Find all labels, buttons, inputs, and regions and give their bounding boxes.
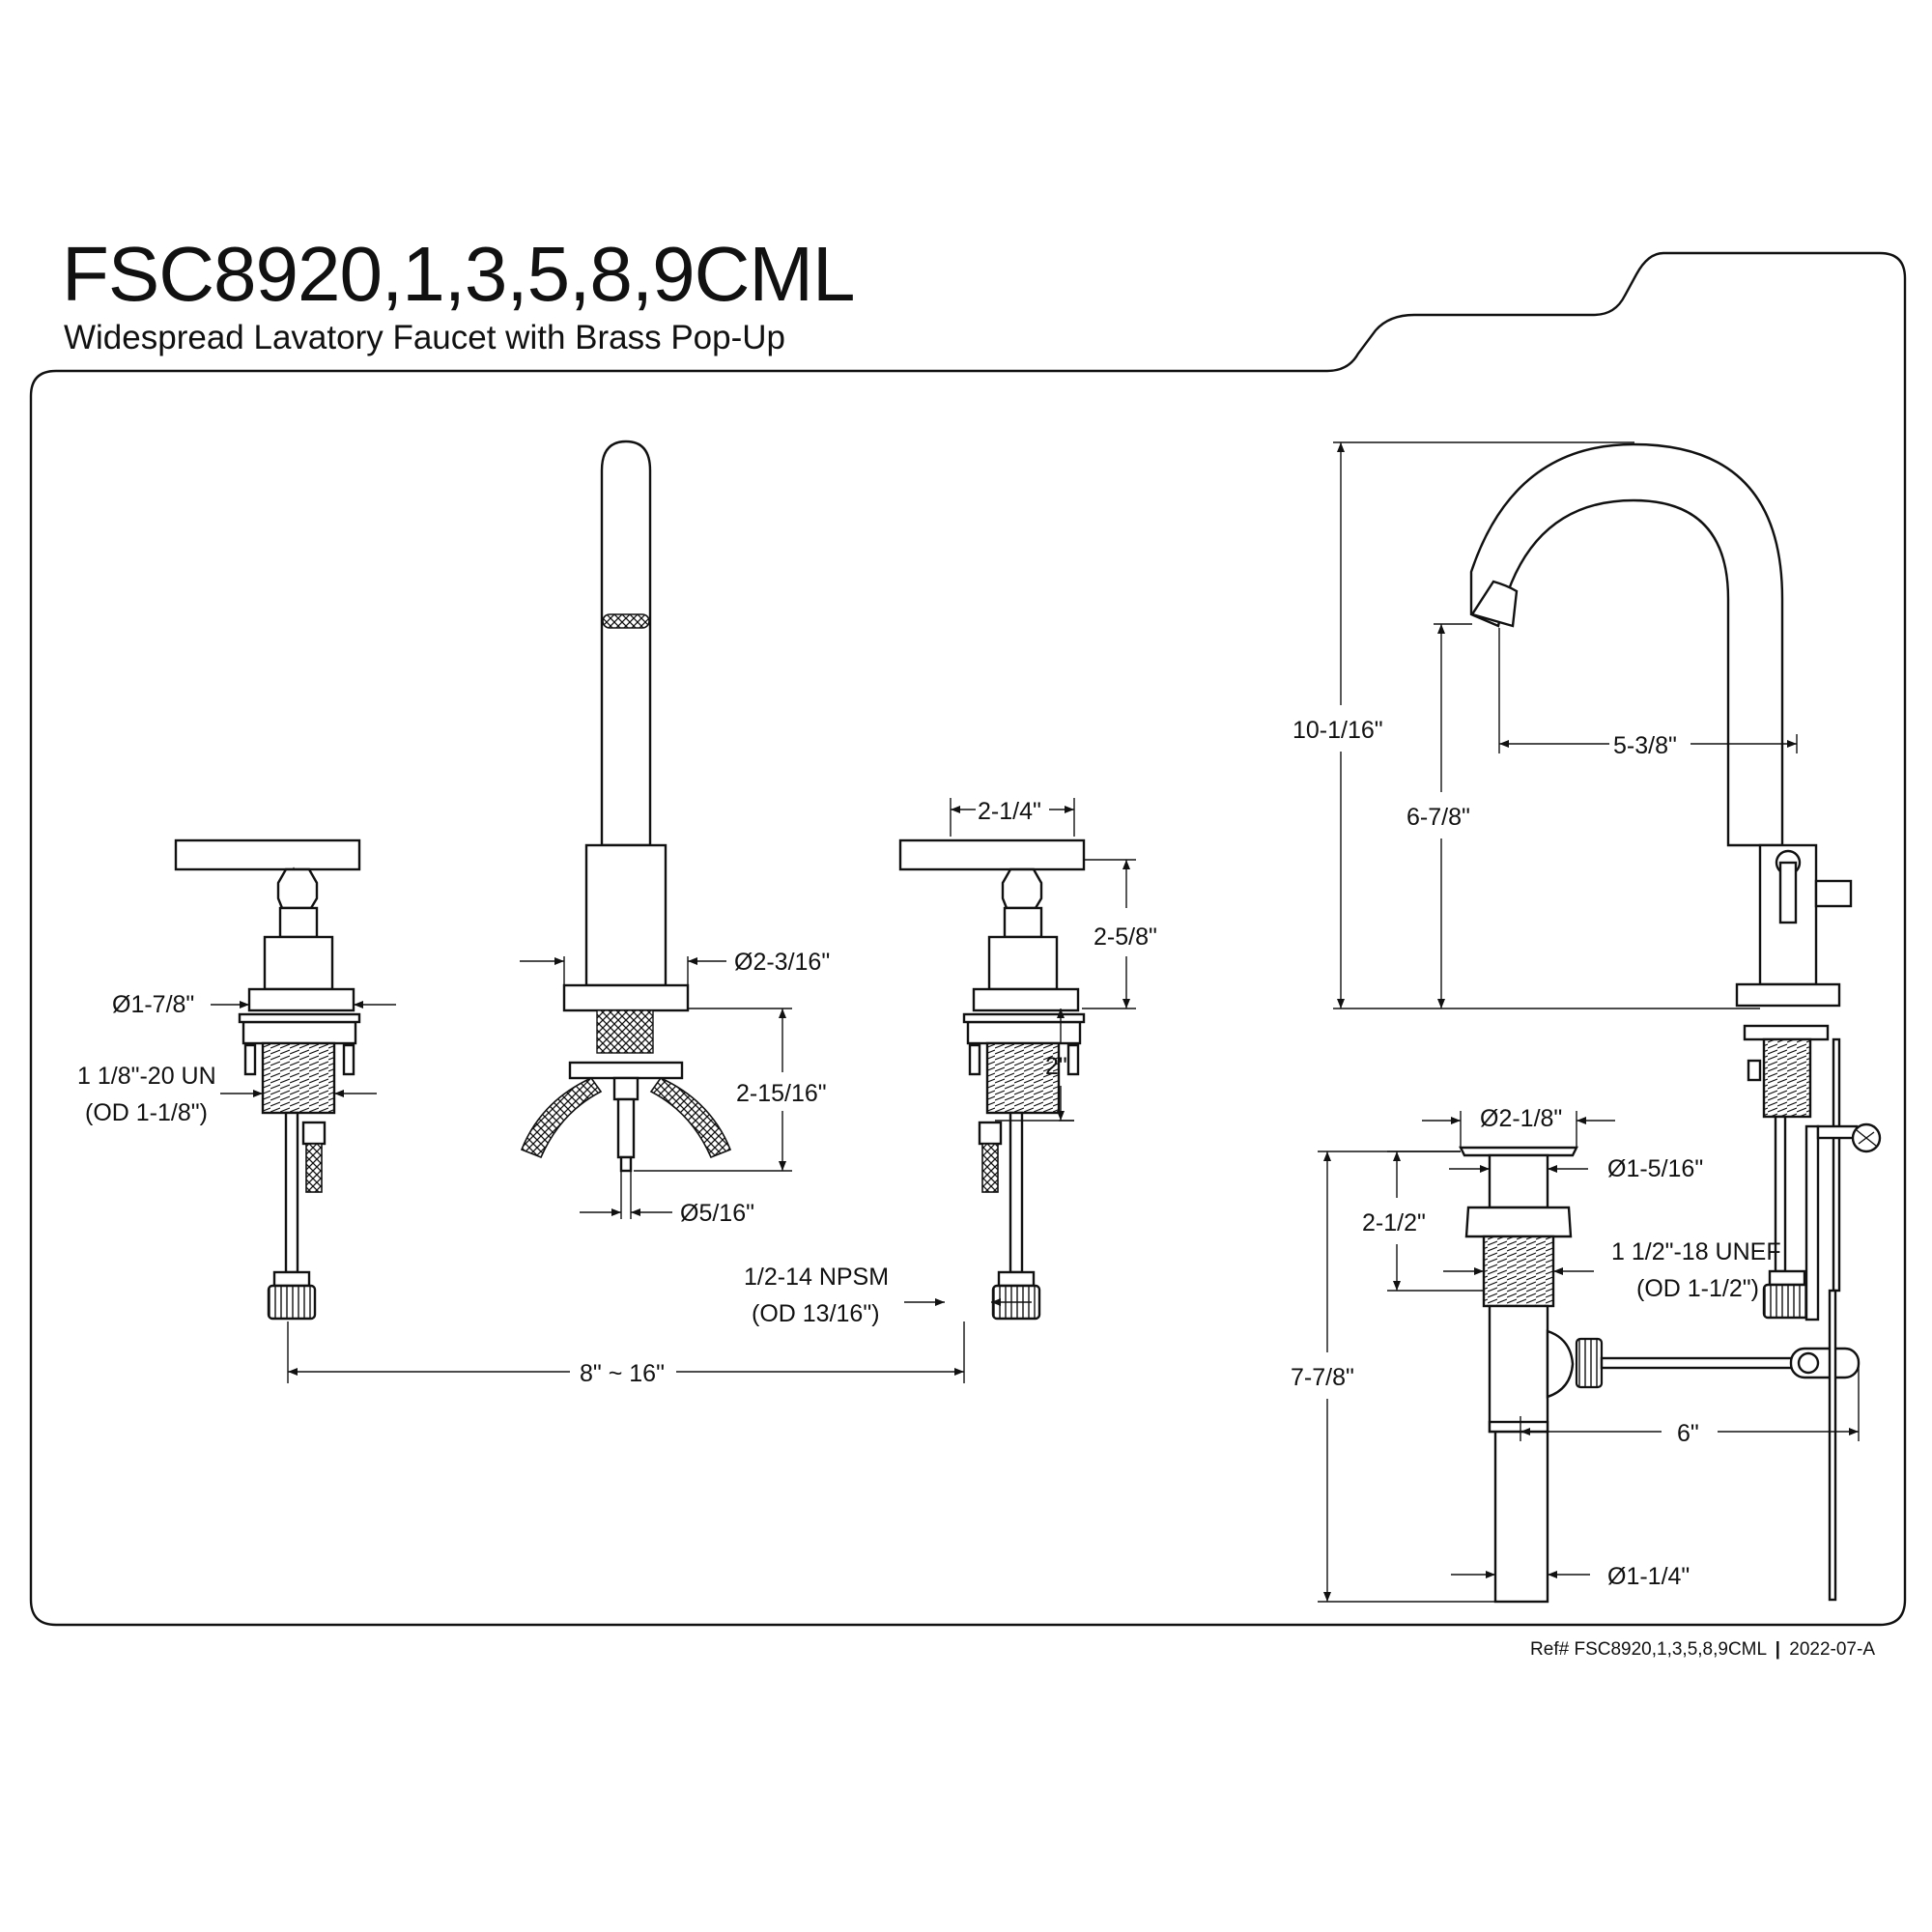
product-subtitle: Widespread Lavatory Faucet with Brass Po…: [64, 319, 785, 356]
dim-overall-height: 10-1/16": [1293, 717, 1383, 744]
dim-spout-shank-length: 2-15/16": [736, 1080, 827, 1107]
dim-spout-base-dia: Ø2-3/16": [734, 949, 830, 976]
left-handle-valve: [174, 838, 361, 1321]
dimension-labels: Ø1-7/8" 1 1/8"-20 UN (OD 1-1/8") Ø2-3/16…: [77, 717, 1781, 1590]
dim-handle-thread: 1 1/8"-20 UN: [77, 1063, 216, 1090]
dim-center-spread: 8" ~ 16": [580, 1360, 665, 1387]
dim-supply-thread: 1/2-14 NPSM: [744, 1264, 889, 1291]
reference-footer: Ref# FSC8920,1,3,5,8,9CML | 2022-07-A: [1530, 1639, 1875, 1661]
dim-supply-thread-od: (OD 13/16"): [752, 1300, 880, 1327]
dim-drain-upper-length: 2-1/2": [1362, 1209, 1426, 1236]
dim-handle-height: 2-5/8": [1094, 923, 1157, 951]
ref-separator: |: [1775, 1639, 1780, 1660]
dimension-lines: [211, 441, 1860, 1603]
ref-revision: 2022-07-A: [1789, 1639, 1875, 1660]
dim-handle-base-dia: Ø1-7/8": [112, 991, 194, 1018]
dim-drain-flange-dia: Ø2-1/8": [1480, 1105, 1562, 1132]
border: [29, 251, 1907, 1627]
spout-side-view: [1469, 442, 1882, 1321]
dim-handle-shank: 2": [1045, 1053, 1067, 1080]
ref-number: Ref# FSC8920,1,3,5,8,9CML: [1530, 1639, 1767, 1660]
dim-handle-width: 2-1/4": [978, 798, 1041, 825]
dim-drain-overall-length: 7-7/8": [1291, 1364, 1354, 1391]
dim-spout-stud-dia: Ø5/16": [680, 1200, 754, 1227]
dim-pivot-reach: 6": [1677, 1420, 1699, 1447]
dim-spout-clearance: 6-7/8": [1406, 804, 1470, 831]
model-title: FSC8920,1,3,5,8,9CML: [62, 231, 855, 317]
pop-up-drain: [1459, 1146, 1861, 1604]
dim-spout-reach: 5-3/8": [1613, 732, 1677, 759]
spout-front-view: [520, 440, 732, 1173]
dim-drain-thread-od: (OD 1-1/2"): [1636, 1275, 1759, 1302]
dim-handle-thread-od: (OD 1-1/8"): [85, 1099, 208, 1126]
dim-tailpiece-dia: Ø1-1/4": [1607, 1563, 1690, 1590]
dim-drain-thread: 1 1/2"-18 UNEF: [1611, 1238, 1781, 1265]
dim-drain-stopper-dia: Ø1-5/16": [1607, 1155, 1703, 1182]
